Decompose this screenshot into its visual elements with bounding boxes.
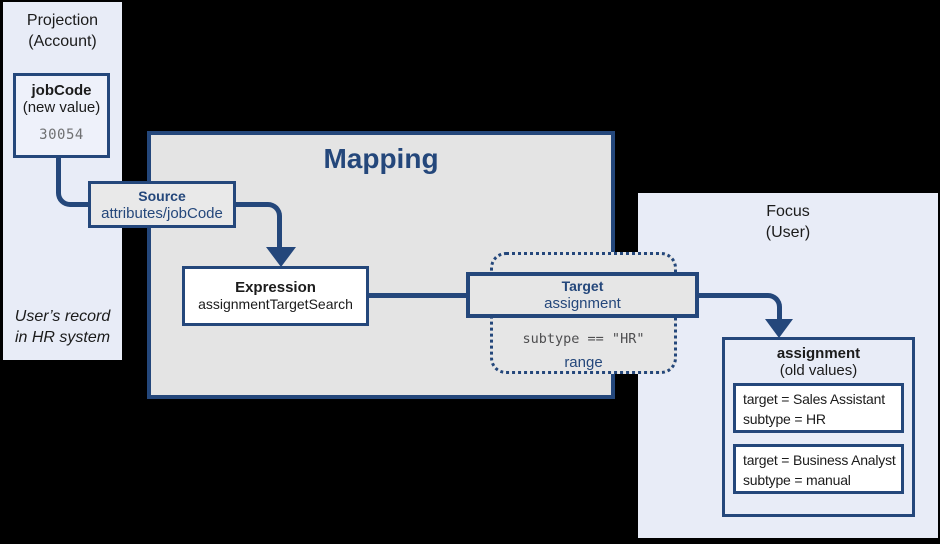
- connector-expression-to-target: [369, 293, 466, 298]
- hr-system-note-line2: in HR system: [14, 329, 111, 346]
- target-value: assignment: [544, 295, 621, 312]
- connector-source-to-expression: [236, 202, 282, 247]
- range-label: range: [564, 354, 603, 371]
- expression-label: Expression: [235, 279, 316, 296]
- expression-box: Expression assignmentTargetSearch: [182, 266, 369, 326]
- assignment-item: target = Sales Assistant subtype = HR: [733, 383, 904, 433]
- hr-system-note-line1: User’s record: [14, 308, 111, 325]
- source-path: attributes/jobCode: [101, 205, 223, 222]
- focus-title-line2: (User): [765, 224, 811, 241]
- assignment-item-subtype: subtype = HR: [743, 411, 826, 427]
- mapping-title: Mapping: [323, 143, 439, 174]
- assignment-item: target = Business Analyst subtype = manu…: [733, 444, 904, 494]
- connector-jobcode-to-source: [56, 156, 88, 207]
- jobcode-value: 30054: [39, 127, 84, 143]
- target-label: Target: [561, 278, 604, 294]
- assignment-qualifier: (old values): [779, 362, 858, 379]
- hr-system-note: User’s record in HR system: [3, 306, 122, 348]
- arrowhead-down-icon: [266, 247, 296, 267]
- expression-value: assignmentTargetSearch: [198, 296, 353, 312]
- jobcode-label: jobCode: [31, 82, 92, 99]
- projection-title-line1: Projection: [26, 12, 99, 29]
- projection-title: Projection (Account): [3, 2, 122, 52]
- connector-target-to-assignment: [699, 293, 782, 320]
- jobcode-box: jobCode (new value) 30054: [13, 73, 110, 158]
- assignment-item-target: target = Business Analyst: [743, 452, 896, 468]
- projection-title-line2: (Account): [28, 33, 97, 50]
- assignment-label: assignment: [776, 345, 861, 362]
- focus-title-line1: Focus: [766, 203, 810, 220]
- jobcode-qualifier: (new value): [22, 99, 101, 116]
- source-box: Source attributes/jobCode: [88, 181, 236, 228]
- assignment-item-subtype: subtype = manual: [743, 472, 851, 488]
- source-label: Source: [138, 188, 186, 204]
- range-condition: subtype == "HR": [522, 331, 645, 347]
- assignment-item-target: target = Sales Assistant: [743, 391, 885, 407]
- target-box: Target assignment: [466, 272, 699, 318]
- focus-title: Focus (User): [638, 193, 938, 243]
- arrowhead-down-icon: [765, 319, 793, 338]
